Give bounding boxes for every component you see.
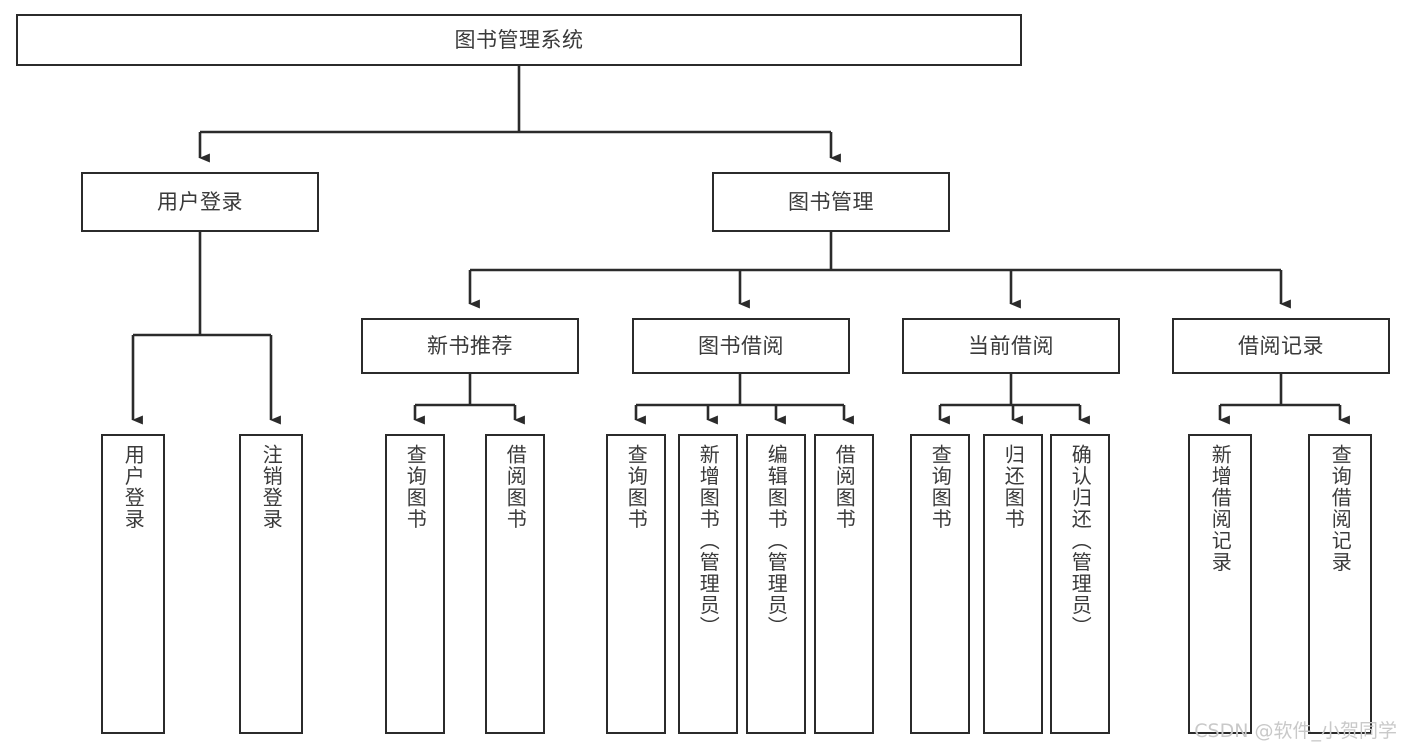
node-leaf-query-book-3[interactable]: 查询图书 (910, 434, 970, 734)
node-leaf-borrow-book-2[interactable]: 借阅图书 (814, 434, 874, 734)
node-root[interactable]: 图书管理系统 (16, 14, 1022, 66)
node-leaf-logout[interactable]: 注销登录 (239, 434, 303, 734)
node-leaf-borrow-book-1[interactable]: 借阅图书 (485, 434, 545, 734)
node-current-borrow-label: 当前借阅 (968, 333, 1054, 358)
node-leaf-borrow-book-2-label: 借阅图书 (832, 444, 857, 530)
node-new-book-recommend-label: 新书推荐 (427, 333, 513, 358)
node-new-book-recommend[interactable]: 新书推荐 (361, 318, 579, 374)
node-leaf-return-book-label: 归还图书 (1001, 444, 1026, 530)
node-book-manage-label: 图书管理 (788, 189, 874, 214)
node-leaf-borrow-book-1-label: 借阅图书 (503, 444, 528, 530)
node-leaf-confirm-return[interactable]: 确认归还（管理员） (1050, 434, 1110, 734)
node-current-borrow[interactable]: 当前借阅 (902, 318, 1120, 374)
node-leaf-logout-label: 注销登录 (259, 444, 284, 530)
node-book-manage[interactable]: 图书管理 (712, 172, 950, 232)
node-leaf-query-book-2-label: 查询图书 (624, 444, 649, 530)
csdn-watermark: CSDN @软件_小贺同学 (1194, 720, 1397, 742)
node-leaf-add-book[interactable]: 新增图书（管理员） (678, 434, 738, 734)
node-leaf-query-book-2[interactable]: 查询图书 (606, 434, 666, 734)
node-leaf-query-book-1[interactable]: 查询图书 (385, 434, 445, 734)
node-book-borrow[interactable]: 图书借阅 (632, 318, 850, 374)
node-leaf-user-login-label: 用户登录 (121, 444, 146, 530)
node-user-login[interactable]: 用户登录 (81, 172, 319, 232)
node-leaf-query-book-1-label: 查询图书 (403, 444, 428, 530)
node-leaf-return-book[interactable]: 归还图书 (983, 434, 1043, 734)
node-borrow-record[interactable]: 借阅记录 (1172, 318, 1390, 374)
node-leaf-query-record-label: 查询借阅记录 (1328, 444, 1353, 573)
node-user-login-label: 用户登录 (157, 189, 243, 214)
node-leaf-confirm-return-label: 确认归还（管理员） (1068, 444, 1093, 638)
node-book-borrow-label: 图书借阅 (698, 333, 784, 358)
node-leaf-add-record-label: 新增借阅记录 (1208, 444, 1233, 573)
node-leaf-edit-book-label: 编辑图书（管理员） (764, 444, 789, 638)
node-leaf-query-book-3-label: 查询图书 (928, 444, 953, 530)
node-leaf-edit-book[interactable]: 编辑图书（管理员） (746, 434, 806, 734)
node-borrow-record-label: 借阅记录 (1238, 333, 1324, 358)
node-leaf-query-record[interactable]: 查询借阅记录 (1308, 434, 1372, 734)
node-leaf-add-book-label: 新增图书（管理员） (696, 444, 721, 638)
node-root-label: 图书管理系统 (454, 27, 584, 52)
node-leaf-add-record[interactable]: 新增借阅记录 (1188, 434, 1252, 734)
node-leaf-user-login[interactable]: 用户登录 (101, 434, 165, 734)
